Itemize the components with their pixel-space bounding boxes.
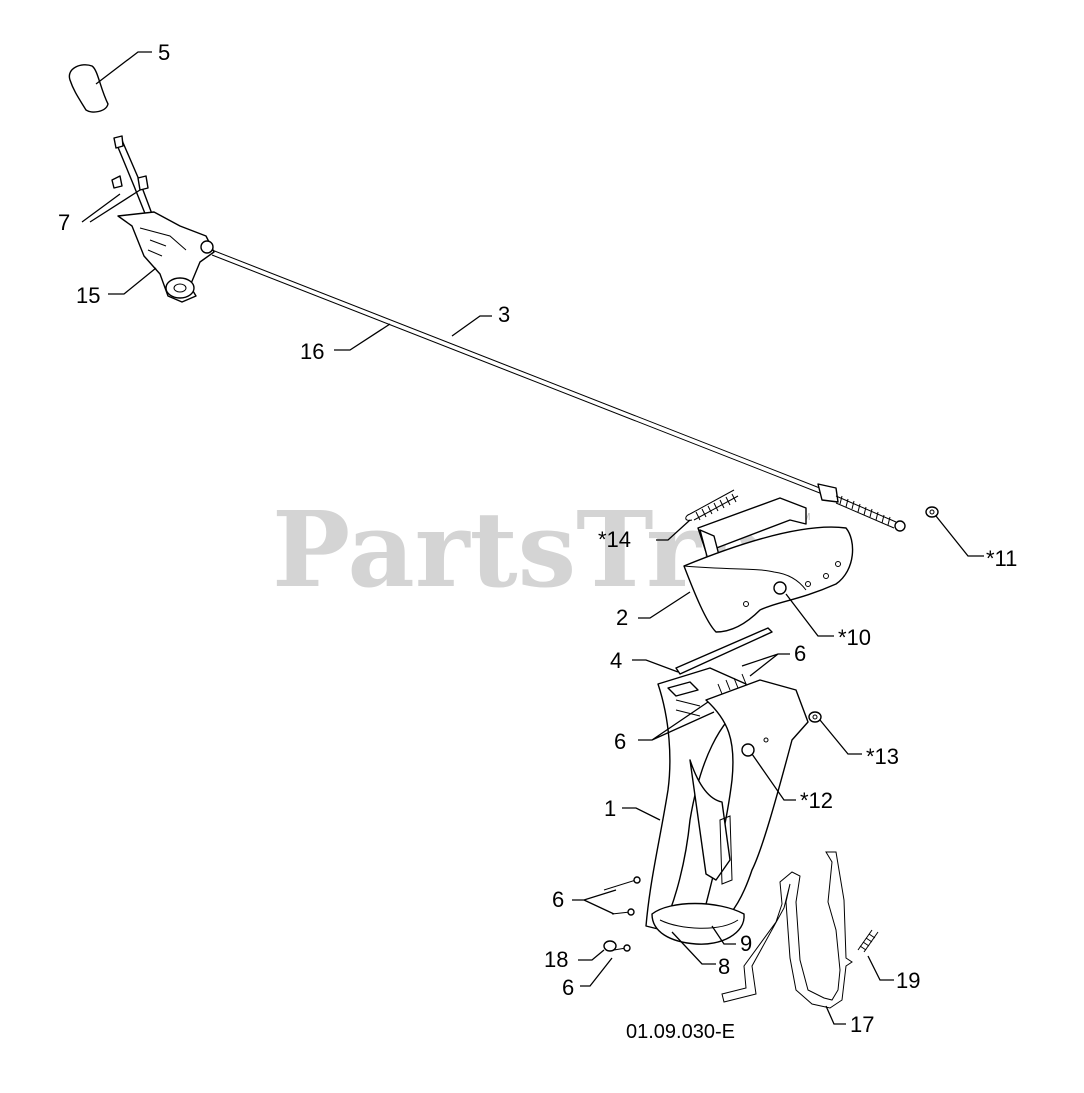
part-strip: [675, 627, 773, 675]
callout-9: 9: [740, 931, 752, 956]
callout-7: 7: [58, 210, 70, 235]
callout-6c: 6: [552, 887, 564, 912]
callout-3: 3: [498, 302, 510, 327]
part-control-lever: [111, 135, 215, 303]
callout-2: 2: [616, 605, 628, 630]
callout-1: 1: [604, 796, 616, 821]
part-nut-13: [808, 711, 822, 723]
callout-11: *11: [986, 546, 1017, 571]
callout-13: *13: [866, 744, 899, 769]
callout-6a: 6: [794, 641, 806, 666]
part-bolts: [603, 876, 641, 952]
part-nut-11: [925, 506, 939, 518]
callout-5: 5: [158, 40, 170, 65]
callouts: 5 7 15 16 3 *14 *11 2 *10 4 6 *13 6 *12 …: [58, 40, 1017, 1037]
part-spring-19: [857, 929, 879, 953]
part-control-rod: [211, 249, 906, 532]
callout-14: *14: [598, 527, 631, 552]
callout-16: 16: [300, 339, 324, 364]
callout-17: 17: [850, 1012, 874, 1037]
part-knob: [68, 64, 109, 113]
callout-18: 18: [544, 947, 568, 972]
callout-19: 19: [896, 968, 920, 993]
callout-10: *10: [838, 625, 871, 650]
callout-6b: 6: [614, 729, 626, 754]
part-rod-bracket: [721, 851, 853, 1009]
callout-12: *12: [800, 788, 833, 813]
leader-lines: [81, 51, 984, 1025]
part-spring-14: [685, 489, 739, 521]
drawing-id: 01.09.030-E: [626, 1021, 735, 1043]
callout-15: 15: [76, 283, 100, 308]
callout-6d: 6: [562, 975, 574, 1000]
part-deflector: [683, 497, 854, 633]
callout-8: 8: [718, 954, 730, 979]
part-chute: [645, 667, 809, 945]
callout-4: 4: [610, 648, 622, 673]
